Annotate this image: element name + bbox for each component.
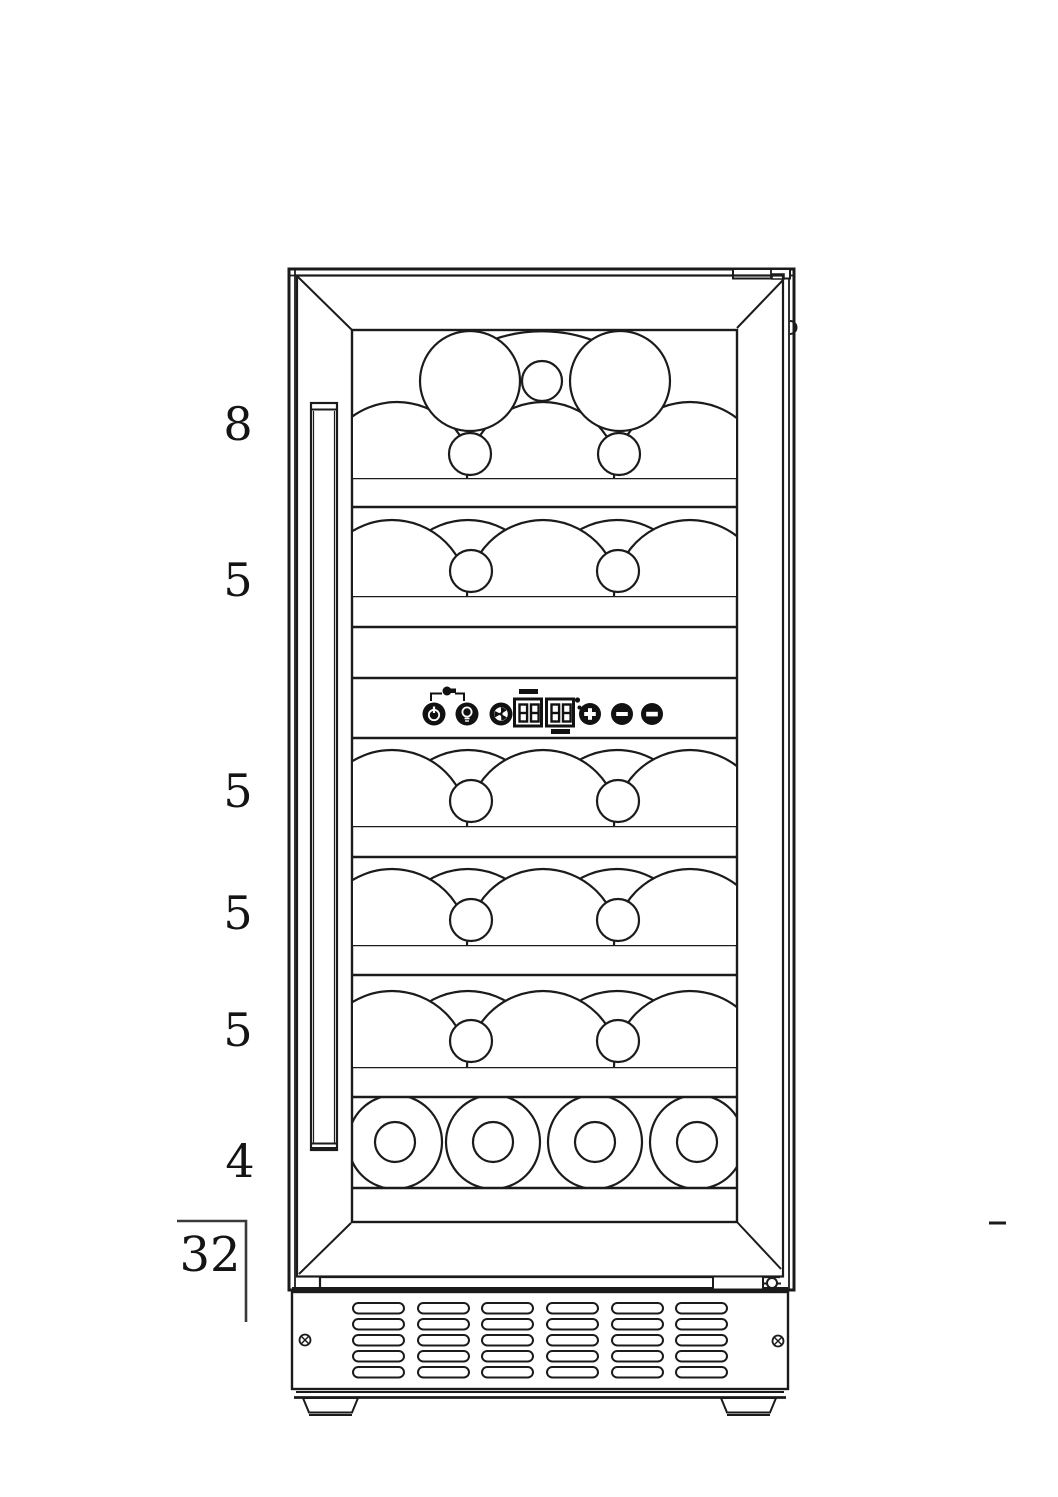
control-panel (422, 686, 663, 734)
bottle-top (648, 1098, 736, 1187)
temp-minus-upper-button (611, 703, 633, 725)
vent-slot (352, 1350, 405, 1363)
bottle-base (418, 331, 522, 433)
vent-slot (546, 1302, 599, 1315)
bottle-rows (353, 331, 736, 1068)
bottle-top (546, 1098, 644, 1187)
vent-slot (481, 1318, 534, 1331)
bottle-neck (448, 548, 494, 594)
vent-slot (611, 1318, 664, 1331)
vent-slot (675, 1318, 728, 1331)
total-bracket (177, 1219, 248, 1322)
bottle-row-4 (353, 867, 736, 946)
vent-slot (546, 1334, 599, 1347)
vent-slot (417, 1334, 470, 1347)
vent-slot (417, 1366, 470, 1379)
vent-slot (611, 1302, 664, 1315)
bottle-top (444, 1098, 542, 1187)
glass-door (295, 274, 785, 1278)
row-count-5: 5 (223, 1003, 252, 1057)
bottle-neck (448, 897, 494, 943)
side-hinge-pin (789, 320, 798, 335)
bottle-neck (596, 431, 642, 477)
row-count-3: 5 (223, 764, 252, 818)
screw-right (771, 1334, 785, 1348)
vent-slot (352, 1334, 405, 1347)
bottle-neck (595, 548, 641, 594)
foot-right (719, 1397, 778, 1414)
vent-slot (546, 1350, 599, 1363)
top-hinge (732, 268, 791, 280)
vent-slot (611, 1334, 664, 1347)
vent-slot (675, 1334, 728, 1347)
temp-plus-button (579, 703, 601, 725)
miter-top-right (736, 279, 784, 329)
vent-slot (481, 1350, 534, 1363)
power-button (422, 702, 446, 726)
vent-slot (481, 1334, 534, 1347)
bottle-row-3 (353, 748, 736, 827)
bottle-top (353, 1098, 444, 1187)
bottle-row-5 (353, 989, 736, 1068)
vent-slot (611, 1350, 664, 1363)
vent-slot (352, 1366, 405, 1379)
vent-slot (352, 1302, 405, 1315)
vent-slot (417, 1302, 470, 1315)
foot-left (301, 1397, 360, 1414)
vent-slot (675, 1302, 728, 1315)
degree-mark (574, 697, 581, 703)
miter-bottom-right (736, 1221, 782, 1270)
door-bottom (292, 1275, 788, 1292)
fan-button (489, 702, 513, 726)
row-count-1: 8 (223, 397, 252, 451)
bottle-base (568, 331, 672, 433)
vent-grille (352, 1302, 728, 1379)
miter-top-left (296, 275, 353, 331)
row-count-2: 5 (223, 553, 252, 607)
vent-slot (481, 1302, 534, 1315)
bottle-neck (595, 1018, 641, 1064)
lock-combo-icon (430, 686, 465, 701)
bottle-row-6 (353, 1098, 736, 1187)
vent-slot (675, 1350, 728, 1363)
vent-slot (675, 1366, 728, 1379)
vent-slot (611, 1366, 664, 1379)
total-count: 32 (179, 1227, 240, 1283)
bottle-neck (595, 897, 641, 943)
vent-slot (481, 1366, 534, 1379)
bottle-row-2 (353, 518, 736, 597)
vent-slot (417, 1350, 470, 1363)
upper-zone-display (513, 689, 543, 728)
bottle-neck (448, 778, 494, 824)
row-count-4: 5 (223, 886, 252, 940)
vent-slot (352, 1318, 405, 1331)
bottle-row-1 (353, 331, 736, 479)
bottle-neck (447, 431, 493, 477)
screw-left (298, 1333, 312, 1347)
vent-slot (546, 1318, 599, 1331)
vent-slot (546, 1366, 599, 1379)
ventilation-base (290, 1290, 790, 1416)
bottle-neck (595, 778, 641, 824)
temp-minus-lower-button (641, 703, 663, 725)
bottle-neck (520, 359, 564, 403)
vent-slot (417, 1318, 470, 1331)
light-button (455, 702, 479, 726)
bottom-hinge (712, 1275, 781, 1291)
bottle-neck (448, 1018, 494, 1064)
door-handle (309, 401, 339, 1152)
glass-panel (350, 328, 739, 1224)
row-count-6: 4 (225, 1134, 254, 1188)
vent-panel (290, 1290, 790, 1391)
lower-zone-display (545, 697, 582, 734)
miter-bottom-left (298, 1222, 352, 1275)
capacity-labels: 8 5 5 5 5 4 32 (177, 397, 1006, 1322)
